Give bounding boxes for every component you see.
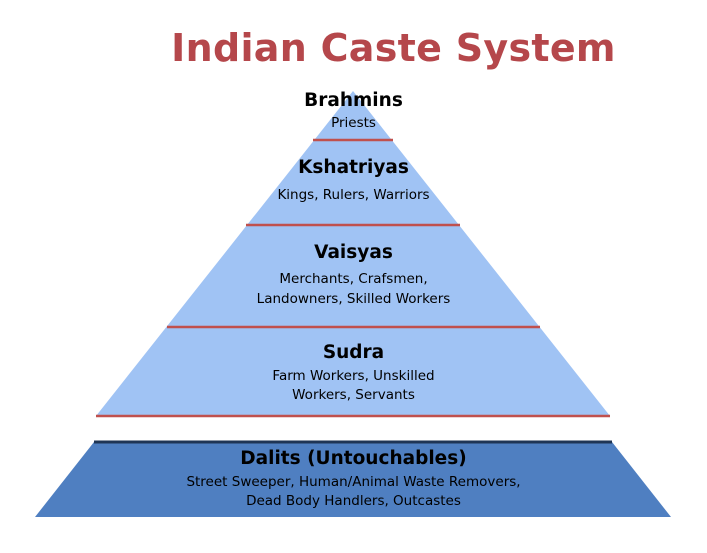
tier-vaisyas-description-line1: Merchants, Crafsmen,: [279, 271, 428, 287]
pyramid-body: [96, 91, 610, 416]
tier-vaisyas-description-line2: Landowners, Skilled Workers: [256, 291, 451, 307]
tier-kshatriyas-name: Kshatriyas: [298, 157, 409, 178]
tier-brahmins-name: Brahmins: [304, 90, 403, 111]
tier-vaisyas-name: Vaisyas: [314, 242, 393, 263]
base-tier-description-line2: Dead Body Handlers, Outcastes: [246, 493, 461, 509]
tier-sudra-name: Sudra: [322, 342, 385, 363]
tier-sudra-description-line2: Workers, Servants: [292, 387, 415, 403]
tier-kshatriyas-description: Kings, Rulers, Warriors: [277, 187, 430, 203]
base-tier-description-line1: Street Sweeper, Human/Animal Waste Remov…: [186, 474, 521, 490]
base-tier-shape: [35, 442, 671, 517]
diagram-title: Indian Caste System: [171, 26, 616, 70]
tier-brahmins-description: Priests: [331, 115, 376, 131]
tier-sudra-description-line1: Farm Workers, Unskilled: [272, 368, 435, 384]
base-tier-name: Dalits (Untouchables): [240, 448, 467, 469]
